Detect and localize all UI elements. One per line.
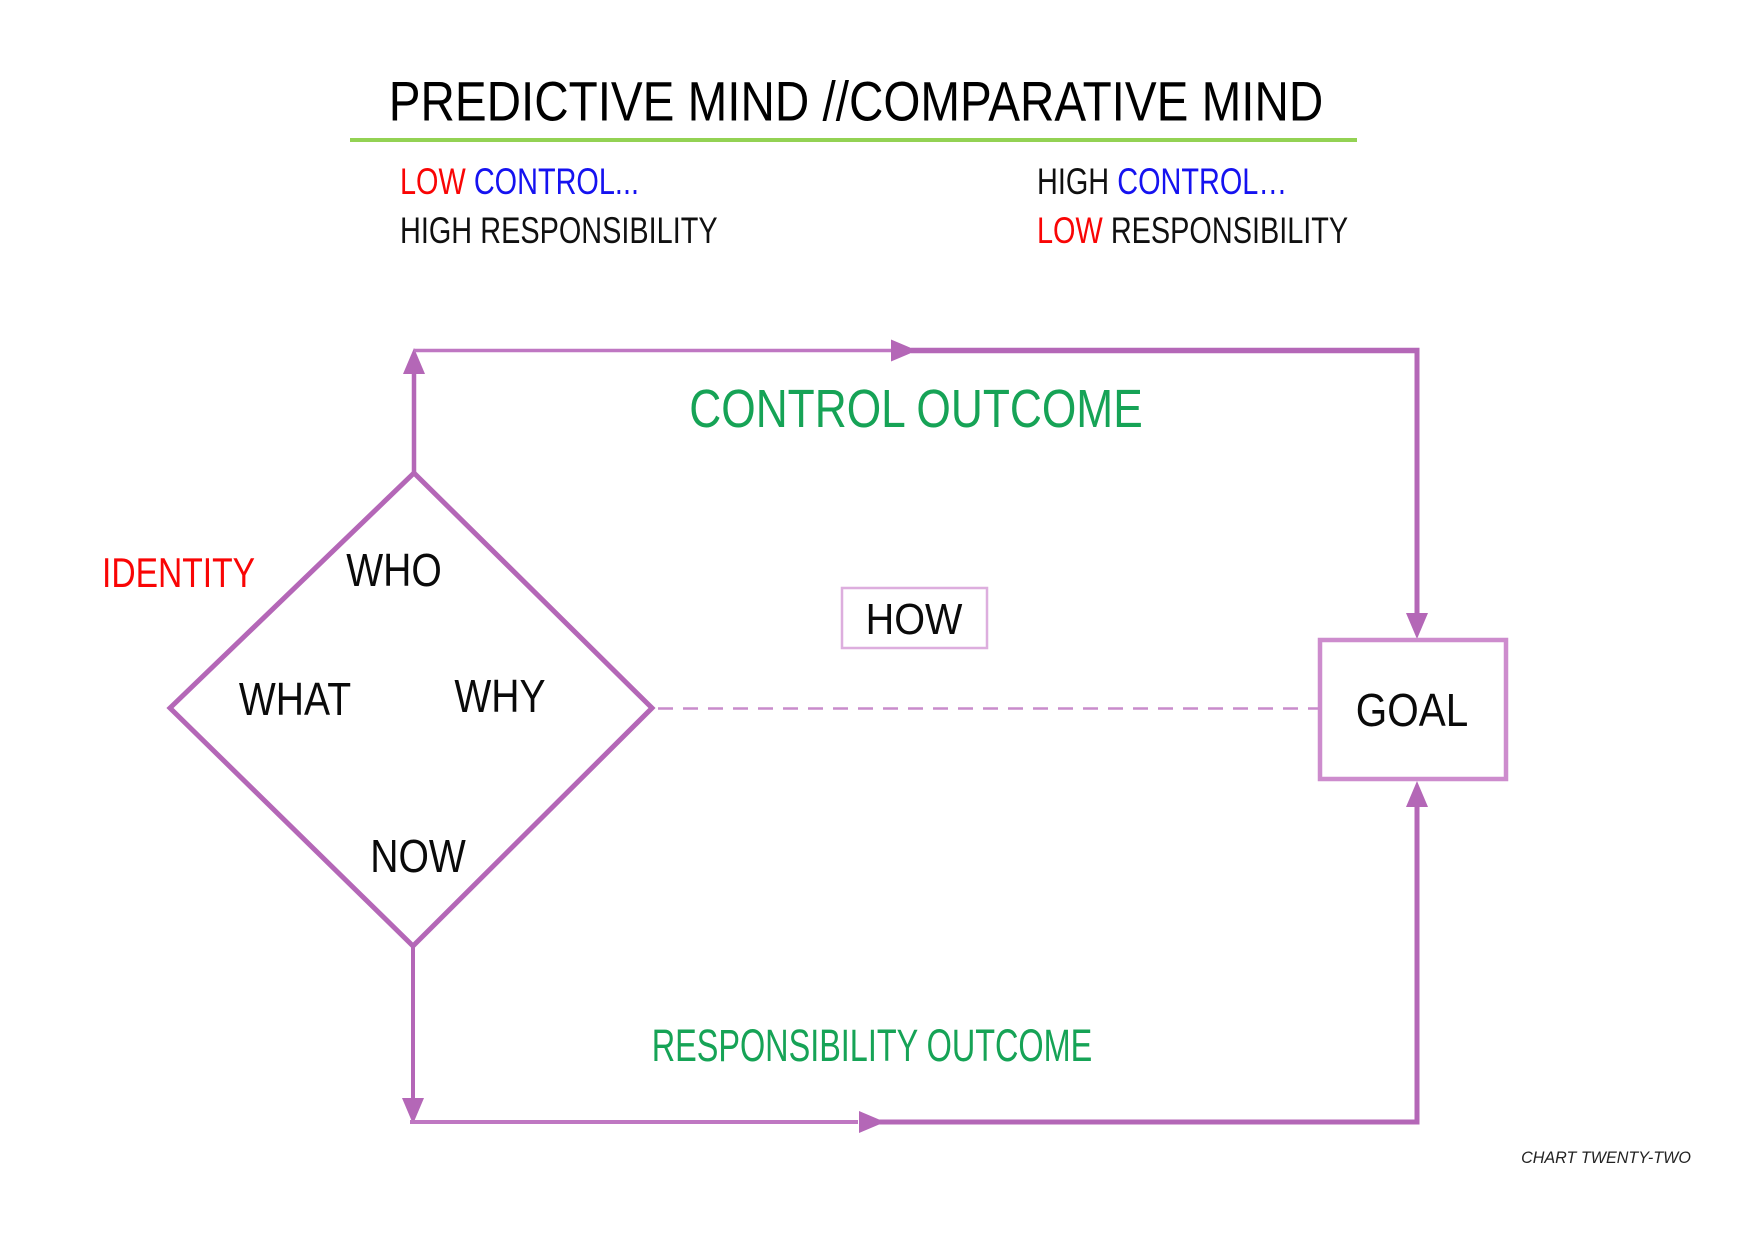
responsibility-outcome-label: RESPONSIBILITY OUTCOME [651, 1020, 1093, 1071]
left-resp-word1: HIGH [400, 210, 473, 251]
right-resp-word2: RESPONSIBILITY [1110, 210, 1349, 251]
arrowhead-down-into-goal-icon [1406, 613, 1428, 639]
how-box [840, 586, 989, 650]
why-label: WHY [454, 670, 546, 722]
left-resp-word2: RESPONSIBILITY [480, 210, 718, 251]
now-label: NOW [370, 830, 466, 882]
title-underline [350, 138, 1357, 142]
control-outcome-label: CONTROL OUTCOME [689, 379, 1143, 439]
page-title: PREDICTIVE MIND //COMPARATIVE MIND [388, 69, 1324, 133]
arrowhead-up-icon [403, 348, 425, 374]
arrowhead-right-bottom-icon [859, 1111, 885, 1133]
how-label: HOW [865, 595, 963, 644]
left-control-word1: LOW [400, 161, 466, 202]
goal-box [1317, 637, 1509, 782]
who-label: WHO [346, 544, 442, 596]
arrowhead-right-top-icon [891, 339, 917, 362]
right-control-word1: HIGH [1037, 161, 1110, 202]
identity-label: IDENTITY [102, 549, 256, 596]
chart-caption: CHART TWENTY-TWO [1521, 1148, 1691, 1167]
what-label: WHAT [238, 673, 352, 725]
right-resp-word1: LOW [1037, 210, 1103, 251]
arrowhead-up-into-goal-icon [1406, 781, 1428, 807]
right-control-word2: CONTROL… [1117, 161, 1288, 202]
goal-label: GOAL [1355, 684, 1469, 736]
left-control-word2: CONTROL... [473, 161, 639, 202]
arrowhead-down-icon [402, 1098, 424, 1124]
